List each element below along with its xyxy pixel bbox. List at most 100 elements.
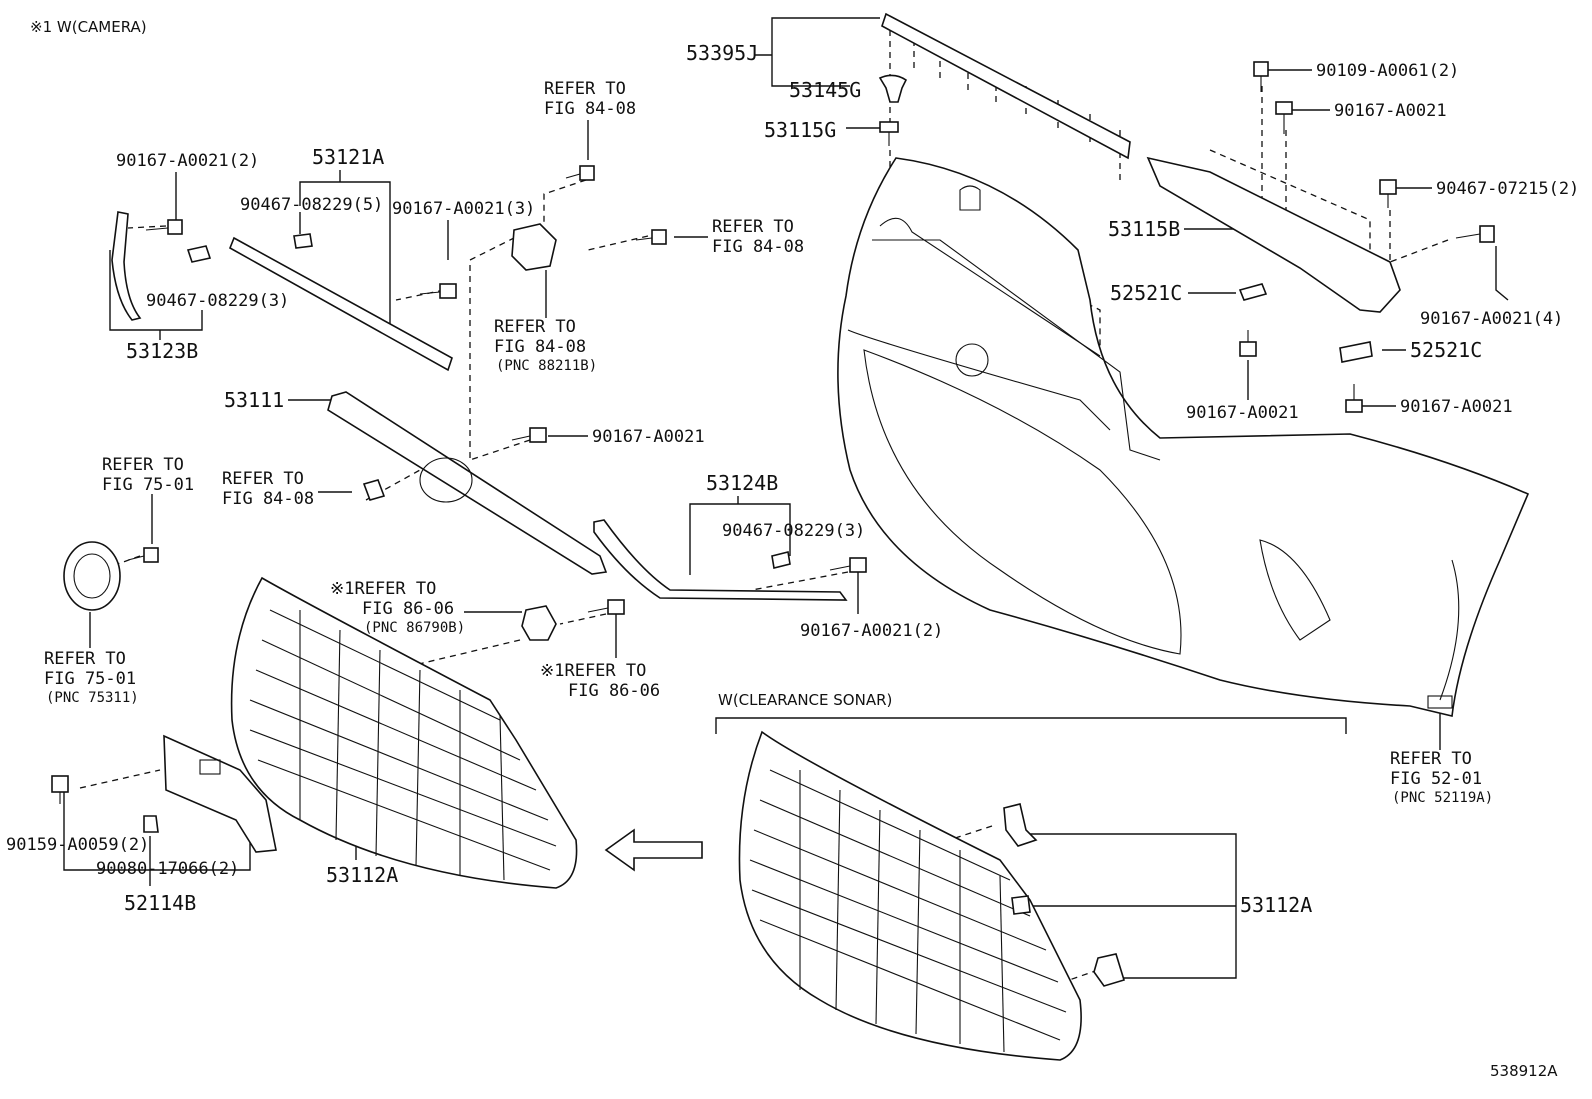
bracket-52521c-b[interactable] (1339, 341, 1373, 363)
screw-90167-r1-icon[interactable] (1275, 101, 1293, 134)
part-90167-A0021-l2[interactable]: 90167-A0021(2) (116, 151, 259, 171)
refer-fig-84-08-top[interactable]: REFER TO FIG 84-08 (544, 79, 636, 119)
clip-90467-07215-icon[interactable] (1379, 179, 1397, 208)
sensor-bracket[interactable] (521, 605, 557, 641)
refer-text: REFER TO (544, 79, 626, 99)
refer-text: FIG 86-06 (568, 681, 660, 701)
clip-90467-08229-a-icon[interactable] (186, 245, 212, 263)
refer-text: FIG 84-08 (544, 99, 636, 119)
screw-camera-top-icon[interactable] (565, 165, 595, 181)
clip-90467-08229-b-icon[interactable] (293, 233, 313, 249)
refer-text: REFER TO (222, 469, 304, 489)
refer-text: FIG 84-08 (712, 237, 804, 257)
refer-text: FIG 84-08 (222, 489, 314, 509)
refer-text: REFER TO (1390, 749, 1472, 769)
part-90167-A0021-c[interactable]: 90167-A0021 (592, 427, 705, 447)
part-52521C-a[interactable]: 52521C (1110, 281, 1182, 305)
leader-lines (63, 17, 1509, 979)
screw-90167-l2-icon[interactable] (145, 219, 183, 235)
part-90167-A0021-l3[interactable]: 90167-A0021(3) (392, 199, 535, 219)
screw-86-06-icon[interactable] (587, 599, 625, 615)
part-53115B[interactable]: 53115B (1108, 217, 1180, 241)
screw-90167-r4-icon[interactable] (1455, 225, 1495, 243)
emblem-icon[interactable] (63, 541, 121, 611)
part-52521C-b[interactable]: 52521C (1410, 338, 1482, 362)
screw-emblem-icon[interactable] (127, 547, 159, 563)
refer-text: REFER TO (44, 649, 126, 669)
refer-text: REFER TO (712, 217, 794, 237)
arrow-left-icon (604, 828, 703, 872)
figure-id: 538912A (1490, 1062, 1558, 1080)
screw-90167-c2-icon[interactable] (829, 557, 867, 573)
part-90109-A0061[interactable]: 90109-A0061(2) (1316, 61, 1459, 81)
refer-fig-52-01-pnc-52119a[interactable]: REFER TO FIG 52-01 (PNC 52119A) (1390, 749, 1493, 806)
bolt-90109-icon[interactable] (1253, 61, 1269, 92)
molding-53123b[interactable] (111, 211, 142, 321)
screw-90167-c-icon[interactable] (511, 427, 547, 443)
part-90167-A0021-c2[interactable]: 90167-A0021(2) (800, 621, 943, 641)
plate-52114b[interactable] (163, 734, 277, 853)
refer-fig-84-08-left[interactable]: REFER TO FIG 84-08 (222, 469, 314, 509)
molding-53124b[interactable] (593, 519, 848, 601)
retainer-53115b[interactable] (1146, 156, 1401, 313)
part-53111[interactable]: 53111 (224, 388, 284, 412)
screw-90167-r2-icon[interactable] (1239, 330, 1257, 357)
refer-fig-75-01-top[interactable]: REFER TO FIG 75-01 (102, 455, 194, 495)
refer-fig-84-08-pnc-88211b[interactable]: REFER TO FIG 84-08 (PNC 88211B) (494, 317, 597, 374)
part-90467-08229-3a[interactable]: 90467-08229(3) (146, 291, 289, 311)
refer-text: (PNC 88211B) (496, 358, 597, 374)
clip-refer-84-08-left-icon[interactable] (362, 479, 386, 501)
grille-53112a-left[interactable] (230, 576, 578, 889)
refer-text: FIG 86-06 (362, 599, 454, 619)
molding-53121a[interactable] (228, 236, 453, 372)
refer-text: ※1REFER TO (330, 579, 436, 599)
part-90467-08229-5[interactable]: 90467-08229(5) (240, 195, 383, 215)
refer-fig-84-08-right[interactable]: REFER TO FIG 84-08 (712, 217, 804, 257)
part-90159-A0059[interactable]: 90159-A0059(2) (6, 835, 149, 855)
sonar-bracket-mid[interactable] (1011, 895, 1031, 915)
refer-text: FIG 84-08 (494, 337, 586, 357)
grille-53112a-right[interactable] (738, 730, 1082, 1061)
note-clearance-sonar: W(CLEARANCE SONAR) (718, 691, 892, 709)
part-53123B[interactable]: 53123B (126, 339, 198, 363)
screw-90167-r3-icon[interactable] (1345, 384, 1363, 413)
refer-fig-75-01-pnc-75311[interactable]: REFER TO FIG 75-01 (PNC 75311) (44, 649, 139, 706)
part-90467-08229-3b[interactable]: 90467-08229(3) (722, 521, 865, 541)
part-90167-A0021-r1[interactable]: 90167-A0021 (1334, 101, 1447, 121)
clip-90467-08229-c-icon[interactable] (771, 551, 791, 569)
part-90167-A0021-r2[interactable]: 90167-A0021 (1186, 403, 1299, 423)
grille-frame-53111[interactable] (327, 391, 608, 575)
part-53121A[interactable]: 53121A (312, 145, 384, 169)
clip-90080-icon[interactable] (143, 815, 159, 833)
part-53145G[interactable]: 53145G (789, 78, 861, 102)
refer-text: (PNC 75311) (46, 690, 139, 706)
part-53115G[interactable]: 53115G (764, 118, 836, 142)
part-53395J[interactable]: 53395J (686, 41, 758, 65)
note-camera: ※1 W(CAMERA) (30, 18, 147, 36)
sonar-bracket-bottom[interactable] (1093, 953, 1126, 987)
refer-text: (PNC 86790B) (364, 620, 465, 636)
part-90167-A0021-r3[interactable]: 90167-A0021 (1400, 397, 1513, 417)
screw-camera-right-icon[interactable] (635, 229, 667, 245)
clip-53115g-icon[interactable] (879, 121, 899, 146)
front-bumper-cover[interactable] (837, 157, 1530, 717)
part-53112A-right[interactable]: 53112A (1240, 893, 1312, 917)
camera-module[interactable] (511, 223, 557, 271)
part-53112A-left[interactable]: 53112A (326, 863, 398, 887)
part-53124B[interactable]: 53124B (706, 471, 778, 495)
refer-fig-86-06[interactable]: ※1REFER TO FIG 86-06 (540, 661, 660, 701)
part-52114B[interactable]: 52114B (124, 891, 196, 915)
part-90467-07215[interactable]: 90467-07215(2) (1436, 179, 1579, 199)
refer-fig-86-06-pnc-86790b[interactable]: ※1REFER TO FIG 86-06 (PNC 86790B) (330, 579, 465, 636)
part-90080-17066[interactable]: 90080-17066(2) (96, 859, 239, 879)
upper-molding-53395j[interactable] (881, 12, 1131, 160)
screw-90167-l3-icon[interactable] (419, 283, 457, 299)
refer-text: FIG 75-01 (102, 475, 194, 495)
bracket-52521c-a[interactable] (1238, 283, 1268, 301)
sonar-bracket-top[interactable] (1003, 803, 1038, 847)
refer-text: REFER TO (102, 455, 184, 475)
part-90167-A0021-r4[interactable]: 90167-A0021(4) (1420, 309, 1563, 329)
clip-53145g-icon[interactable] (878, 74, 908, 103)
bolt-90159-icon[interactable] (51, 775, 69, 804)
